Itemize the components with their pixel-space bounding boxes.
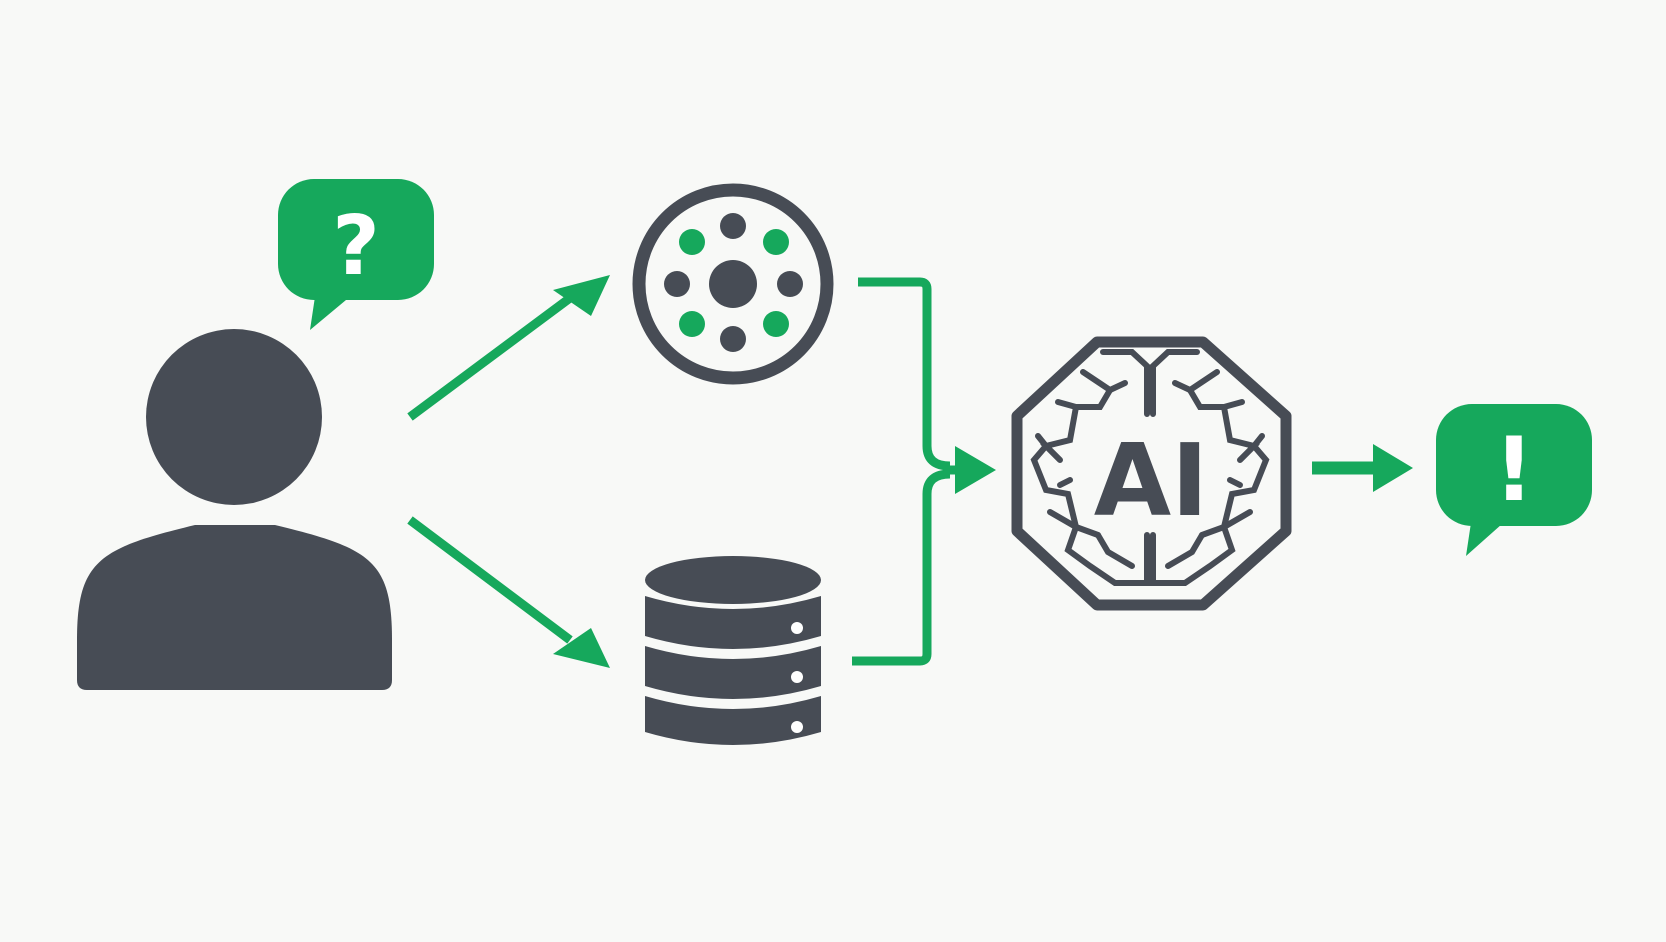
answer-glyph: ! — [1494, 418, 1534, 521]
embedding-circle-icon — [632, 183, 834, 385]
arrow-user-to-database — [407, 516, 610, 668]
ai-label: AI — [1094, 422, 1209, 539]
question-bubble-icon: ? — [278, 179, 434, 330]
brain-circuit-lines — [1030, 349, 1270, 586]
user-icon — [77, 329, 392, 690]
ai-brain-icon: AI — [1011, 336, 1292, 611]
answer-bubble-icon: ! — [1436, 404, 1592, 556]
arrow-ai-to-answer — [1312, 444, 1413, 492]
arrow-user-to-embedding — [407, 275, 610, 421]
merge-connector — [852, 277, 996, 666]
database-icon — [645, 556, 821, 745]
question-glyph: ? — [332, 199, 380, 294]
